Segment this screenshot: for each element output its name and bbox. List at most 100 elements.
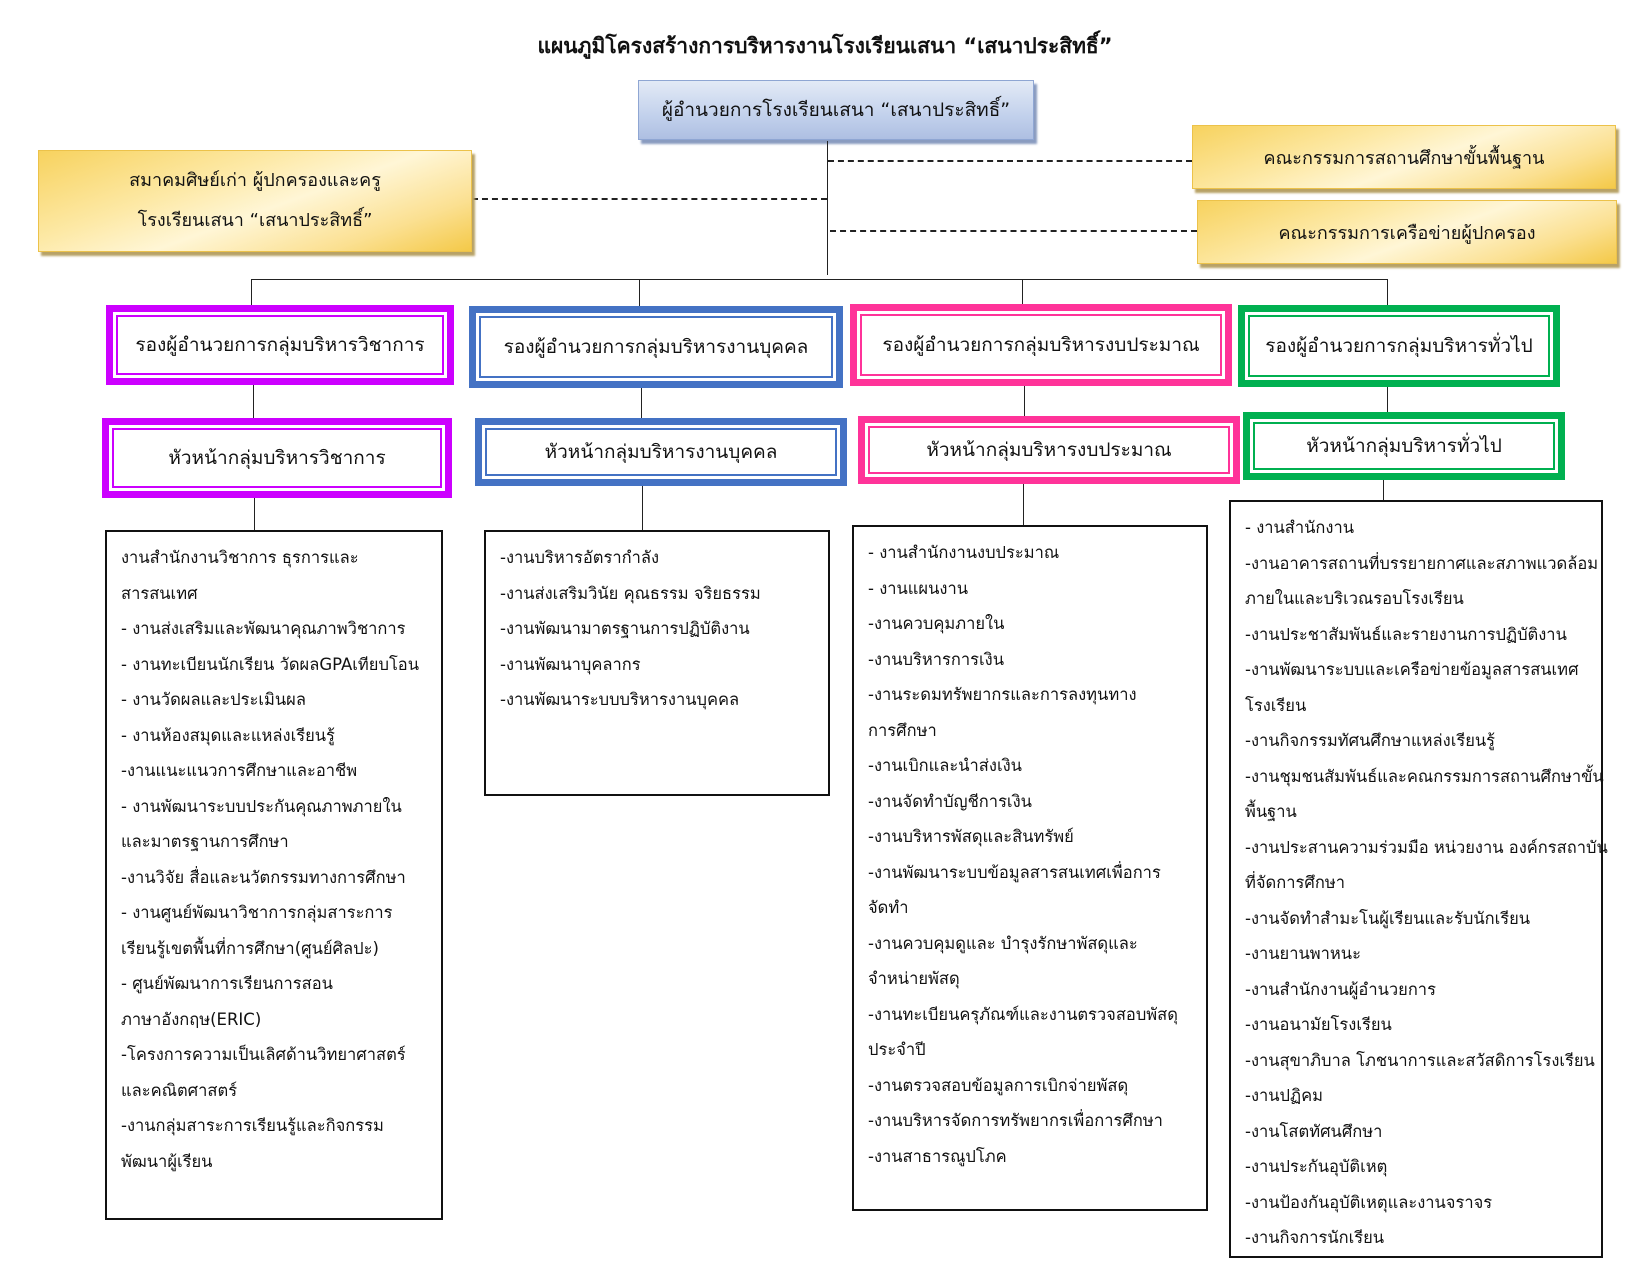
chart-title: แผนภูมิโครงสร้างการบริหารงานโรงเรียนเสนา…: [537, 34, 1113, 58]
task-item: -งานจัดทำบัญชีการเงิน: [868, 791, 1032, 811]
personnel-connector-1: [641, 388, 642, 418]
alumni-line1: สมาคมศิษย์เก่า ผู้ปกครองและครู: [129, 170, 381, 191]
task-item: - งานทะเบียนนักเรียน วัดผลGPAเทียบโอน: [121, 654, 419, 674]
task-item: -งานพัฒนาระบบและเครือข่ายข้อมูลสารสนเทศ: [1245, 660, 1579, 679]
branch-drop-budget: [1022, 279, 1023, 304]
task-item: -งานโสตทัศนศึกษา: [1245, 1121, 1383, 1141]
task-item: -งานควบคุมดูและ บำรุงรักษาพัสดุและ: [868, 933, 1138, 953]
task-item: -งานพัฒนาระบบข้อมูลสารสนเทศเพื่อการ: [868, 862, 1161, 882]
task-item: และคณิตศาสตร์: [121, 1080, 238, 1100]
task-item: -งานบริหารการเงิน: [868, 649, 1004, 669]
academic-task-list: งานสำนักงานวิชาการ ธุรการและสารสนเทศ - งา…: [105, 530, 443, 1220]
task-item: - งานห้องสมุดและแหล่งเรียนรู้: [121, 725, 335, 745]
deputy-budget-box: รองผู้อำนวยการกลุ่มบริหารงบประมาณ: [850, 304, 1232, 386]
head-general-label: หัวหน้ากลุ่มบริหารทั่วไป: [1306, 435, 1502, 457]
task-item: และมาตรฐานการศึกษา: [121, 832, 289, 851]
personnel-connector-2: [642, 486, 643, 530]
task-item: งานสำนักงานวิชาการ ธุรการและ: [121, 548, 359, 567]
director-label: ผู้อำนวยการโรงเรียนเสนา “เสนาประสิทธิ์”: [661, 99, 1011, 121]
deputy-academic-box: รองผู้อำนวยการกลุ่มบริหารวิชาการ: [106, 305, 454, 385]
deputy-personnel-box: รองผู้อำนวยการกลุ่มบริหารงานบุคคล: [469, 306, 843, 388]
task-item: -งานสุขาภิบาล โภชนาการและสวัสดิการโรงเรี…: [1245, 1050, 1595, 1070]
deputy-general-label: รองผู้อำนวยการกลุ่มบริหารทั่วไป: [1265, 335, 1533, 357]
task-item: -งานบริหารพัสดุและสินทรัพย์: [868, 827, 1074, 846]
task-item: -งานบริหารจัดการทรัพยากรเพื่อการศึกษา: [868, 1111, 1163, 1130]
parent-network-board-box: คณะกรรมการเครือข่ายผู้ปกครอง: [1197, 200, 1617, 264]
task-item: - ศูนย์พัฒนาการเรียนการสอน: [121, 974, 333, 993]
director-box: ผู้อำนวยการโรงเรียนเสนา “เสนาประสิทธิ์”: [638, 80, 1034, 140]
head-academic-label: หัวหน้ากลุ่มบริหารวิชาการ: [168, 447, 386, 469]
budget-connector-2: [1023, 484, 1024, 528]
task-item: -งานประสานความร่วมมือ หน่วยงาน องค์กรสถา…: [1245, 837, 1608, 857]
task-item: -งานจัดทำสำมะโนผู้เรียนและรับนักเรียน: [1245, 908, 1531, 928]
head-budget-box: หัวหน้ากลุ่มบริหารงบประมาณ: [858, 416, 1240, 484]
task-item: ภาษาอังกฤษ(ERIC): [121, 1009, 262, 1029]
head-academic-box: หัวหน้ากลุ่มบริหารวิชาการ: [102, 418, 452, 498]
task-item: -งานปฏิคม: [1245, 1086, 1324, 1105]
task-item: -โครงการความเป็นเลิศด้านวิทยาศาสตร์: [121, 1045, 406, 1064]
task-item: พัฒนาผู้เรียน: [121, 1151, 213, 1171]
task-item: -งานบริหารอัตรากำลัง: [500, 548, 660, 567]
task-item: -งานสำนักงานผู้อำนวยการ: [1245, 979, 1436, 999]
task-item: จัดทำ: [868, 898, 909, 917]
task-item: -งานพัฒนาระบบบริหารงานบุคคล: [500, 690, 740, 709]
task-item: - งานแผนงาน: [868, 578, 968, 598]
task-item: -งานประกันอุบัติเหตุ: [1245, 1157, 1388, 1176]
budget-task-list: - งานสำนักงานงบประมาณ - งานแผนงาน -งานควบค…: [852, 525, 1208, 1211]
deputy-budget-label: รองผู้อำนวยการกลุ่มบริหารงบประมาณ: [882, 334, 1200, 356]
task-item: ที่จัดการศึกษา: [1245, 873, 1345, 892]
task-item: -งานอนามัยโรงเรียน: [1245, 1015, 1392, 1034]
alumni-association-box: สมาคมศิษย์เก่า ผู้ปกครองและครู โรงเรียนเ…: [38, 150, 472, 252]
task-item: การศึกษา: [868, 720, 937, 740]
task-item: -งานยานพาหนะ: [1245, 944, 1361, 963]
personnel-task-list: -งานบริหารอัตรากำลัง -งานส่งเสริมวินัย คุ…: [484, 530, 830, 796]
task-item: โรงเรียน: [1245, 695, 1307, 715]
task-item: พื้นฐาน: [1245, 802, 1297, 821]
task-item: -งานกิจกรรมทัศนศึกษาแหล่งเรียนรู้: [1245, 731, 1496, 750]
general-connector-1: [1387, 387, 1388, 413]
alumni-line2: โรงเรียนเสนา “เสนาประสิทธิ์”: [137, 210, 373, 231]
academic-connector-1: [253, 385, 254, 418]
task-item: - งานส่งเสริมและพัฒนาคุณภาพวิชาการ: [121, 619, 406, 638]
task-item: สารสนเทศ: [121, 583, 198, 603]
task-item: -งานควบคุมภายใน: [868, 614, 1005, 633]
head-personnel-box: หัวหน้ากลุ่มบริหารงานบุคคล: [475, 418, 847, 486]
task-item: -งานทะเบียนครุภัณฑ์และงานตรวจสอบพัสดุ: [868, 1004, 1178, 1024]
task-item: ประจำปี: [868, 1040, 926, 1059]
task-item: -งานกิจการนักเรียน: [1245, 1228, 1385, 1247]
head-personnel-label: หัวหน้ากลุ่มบริหารงานบุคคล: [544, 441, 778, 463]
task-item: - งานศูนย์พัฒนาวิชาการกลุ่มสาระการ: [121, 903, 393, 922]
task-item: -งานพัฒนาบุคลากร: [500, 654, 641, 674]
task-item: -งานระดมทรัพยากรและการลงทุนทาง: [868, 685, 1137, 704]
board2-dashed-connector: [830, 230, 1197, 232]
task-item: -งานชุมชนสัมพันธ์และคณกรรมการสถานศึกษาขั…: [1245, 766, 1604, 786]
task-item: - งานวัดผลและประเมินผล: [121, 690, 306, 709]
board1-dashed-connector: [828, 160, 1192, 162]
task-item: - งานสำนักงาน: [1245, 518, 1355, 537]
deputy-general-box: รองผู้อำนวยการกลุ่มบริหารทั่วไป: [1238, 305, 1560, 387]
general-connector-2: [1383, 480, 1384, 500]
parent-network-board-label: คณะกรรมการเครือข่ายผู้ปกครอง: [1278, 222, 1536, 244]
task-item: -งานแนะแนวการศึกษาและอาชีพ: [121, 761, 358, 780]
task-item: -งานตรวจสอบข้อมูลการเบิกจ่ายพัสดุ: [868, 1075, 1129, 1095]
task-item: -งานป้องกันอุบัติเหตุและงานจราจร: [1245, 1192, 1493, 1212]
task-item: ภายในและบริเวณรอบโรงเรียน: [1245, 589, 1464, 608]
task-item: จำหน่ายพัสดุ: [868, 969, 960, 988]
task-item: - งานสำนักงานงบประมาณ: [868, 543, 1060, 562]
basic-education-board-label: คณะกรรมการสถานศึกษาขั้นพื้นฐาน: [1263, 147, 1545, 169]
general-task-list: - งานสำนักงาน -งานอาคารสถานที่บรรยายกาศแล…: [1229, 500, 1608, 1258]
task-item: -งานอาคารสถานที่บรรยายกาศและสภาพแวดล้อม: [1245, 553, 1599, 573]
task-item: -งานส่งเสริมวินัย คุณธรรม จริยธรรม: [500, 583, 761, 603]
task-item: -งานพัฒนามาตรฐานการปฏิบัติงาน: [500, 619, 750, 638]
deputy-personnel-label: รองผู้อำนวยการกลุ่มบริหารงานบุคคล: [503, 336, 809, 358]
group-branch-line: [251, 279, 1387, 280]
task-item: - งานพัฒนาระบบประกันคุณภาพภายใน: [121, 796, 402, 816]
task-item: -งานสาธารณูปโภค: [868, 1146, 1007, 1166]
task-item: -งานกลุ่มสาระการเรียนรู้และกิจกรรม: [121, 1116, 384, 1135]
deputy-academic-label: รองผู้อำนวยการกลุ่มบริหารวิชาการ: [135, 334, 425, 356]
basic-education-board-box: คณะกรรมการสถานศึกษาขั้นพื้นฐาน: [1192, 125, 1616, 189]
task-item: -งานประชาสัมพันธ์และรายงานการปฏิบัติงาน: [1245, 624, 1567, 644]
task-item: -งานวิจัย สื่อและนวัตกรรมทางการศึกษา: [121, 867, 406, 887]
task-item: เรียนรู้เขตพื้นที่การศึกษา(ศูนย์ศิลปะ): [121, 938, 379, 958]
head-general-box: หัวหน้ากลุ่มบริหารทั่วไป: [1243, 412, 1565, 480]
